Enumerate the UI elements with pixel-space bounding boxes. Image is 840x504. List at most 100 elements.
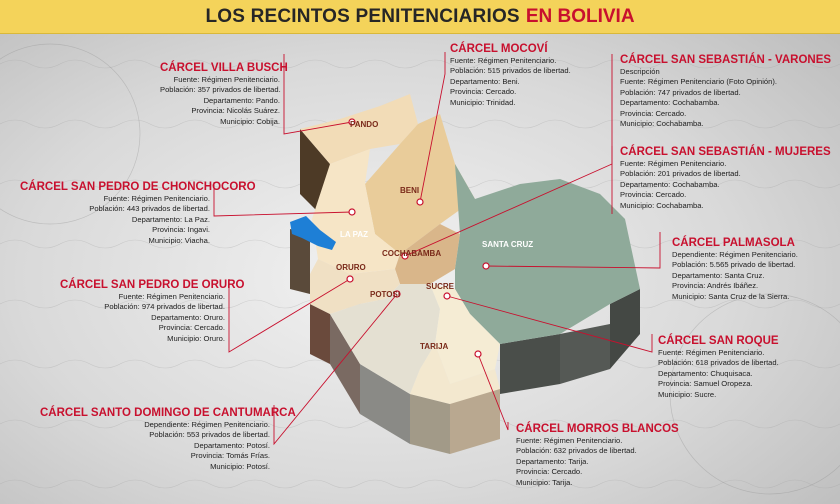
callout-title: CÁRCEL VILLA BUSCH [160,62,288,74]
wire-coil-decoration [0,43,141,225]
callout-title: CÁRCEL SAN ROQUE [658,335,779,347]
callout-line: Dependiente: Régimen Penitenciario. [672,250,798,259]
callout-title: CÁRCEL SAN SEBASTIÁN - VARONES [620,54,832,66]
callout-title: CÁRCEL SAN PEDRO DE CHONCHOCORO [20,181,256,193]
beni-region [365,114,475,254]
label-sucre: SUCRE [426,282,455,291]
callout-line: Descripción [620,67,660,76]
marker-chonchocoro [348,208,356,216]
callout-title: CÁRCEL MOCOVÍ [450,43,548,55]
callout-line: Provincia: Nicolás Suárez. [191,106,280,116]
callout-line: Provincia: Andrés Ibáñez. [672,281,759,291]
callout-line: Departamento: Beni. [450,76,520,86]
callout-line: Fuente: Régimen Penitenciario. [516,436,623,445]
callout-line: Fuente: Régimen Penitenciario (Foto Opin… [620,77,778,87]
callout-line: Departamento: Oruro. [151,312,225,322]
santa-cruz-region [455,164,640,344]
lake-titicaca [290,216,336,250]
callout-line: Municipio: Viacha. [148,235,211,245]
callout-title: CÁRCEL PALMASOLA [672,237,795,249]
marker-sucre [443,292,451,300]
callout-san-roque: CÁRCEL SAN ROQUE Fuente: Régimen Peniten… [658,334,808,400]
callout-san-sebastian-mujeres: CÁRCEL SAN SEBASTIÁN - MUJERES Fuente: R… [620,145,831,211]
callout-line: Fuente: Régimen Penitenciario. [658,348,765,357]
callout-san-sebastian-varones: CÁRCEL SAN SEBASTIÁN - VARONES Descripci… [620,53,832,129]
callout-line: Municipio: Oruro. [167,333,225,343]
callout-line: Municipio: Cochabamba. [620,119,704,129]
marker-villa-busch [348,118,356,126]
callout-line: Departamento: Tarija. [516,456,589,466]
marker-tarija [474,350,482,358]
marker-palmasola [482,262,490,270]
callout-line: Departamento: La Paz. [131,214,210,224]
bolivia-map: PANDO BENI LA PAZ COCHABAMBA SANTA CRUZ … [0,34,840,504]
callout-line: Provincia: Cercado. [516,467,583,477]
marker-mocovi [416,198,424,206]
label-beni: BENI [400,186,420,195]
callout-palmasola: CÁRCEL PALMASOLA Dependiente: Régimen Pe… [672,236,832,302]
label-tarija: TARIJA [420,342,449,351]
callout-line: Provincia: Samuel Oropeza. [658,379,753,389]
page-title-accent: EN BOLIVIA [525,5,635,27]
callout-villa-busch: CÁRCEL VILLA BUSCH Fuente: Régimen Penit… [160,61,288,127]
callout-line: Municipio: Cobija. [220,116,280,126]
callout-line: Población: 618 privados de libertad. [658,358,779,368]
callout-line: Municipio: Trinidad. [450,97,516,107]
callout-line: Fuente: Régimen Penitenciario. [620,159,727,168]
callout-line: Provincia: Ingavi. [152,225,210,235]
callout-line: Municipio: Sucre. [658,389,717,399]
callout-title: CÁRCEL SANTO DOMINGO DE CANTUMARCA [40,407,296,419]
callout-line: Departamento: Pando. [203,95,280,105]
label-oruro: ORURO [336,263,366,272]
leader-lines [213,52,661,446]
callout-line: Dependiente: Régimen Penitenciario. [144,420,270,429]
oruro-region [310,259,400,314]
callout-title: CÁRCEL SAN SEBASTIÁN - MUJERES [620,146,831,158]
callout-line: Fuente: Régimen Penitenciario. [450,56,557,65]
callout-line: Fuente: Régimen Penitenciario. [118,292,225,301]
callout-line: Población: 553 privados de libertad. [149,430,270,440]
potosi-region [330,284,440,394]
callout-line: Población: 974 privados de libertad. [104,302,225,312]
callout-line: Provincia: Tomás Frías. [190,451,270,461]
callout-line: Fuente: Régimen Penitenciario. [103,194,210,203]
callout-line: Provincia: Cercado. [620,108,687,118]
wire-coil-decoration [669,293,840,495]
callout-oruro: CÁRCEL SAN PEDRO DE ORURO Fuente: Régime… [60,278,245,344]
callout-title: CÁRCEL MORROS BLANCOS [516,423,679,435]
callout-line: Departamento: Cochabamba. [620,98,720,108]
callout-line: Población: 357 privados de libertad. [160,85,281,95]
callout-line: Municipio: Potosí. [210,461,270,471]
callout-line: Provincia: Cercado. [620,190,687,200]
callout-line: Población: 632 privados de libertad. [516,446,637,456]
callout-line: Provincia: Cercado. [158,323,225,333]
callout-line: Departamento: Cochabamba. [620,179,720,189]
callout-line: Municipio: Santa Cruz de la Sierra. [672,291,790,301]
callout-line: Población: 5.565 privado de libertad. [672,260,796,270]
tarija-region [410,344,500,404]
header-banner: LOS RECINTOS PENITENCIARIOS EN BOLIVIA [0,0,840,34]
prison-markers [346,118,490,358]
marker-cochabamba [401,252,409,260]
callout-title: CÁRCEL SAN PEDRO DE ORURO [60,279,245,291]
callout-morros-blancos: CÁRCEL MORROS BLANCOS Fuente: Régimen Pe… [516,422,696,488]
label-cochabamba: COCHABAMBA [382,249,442,258]
page-title: LOS RECINTOS PENITENCIARIOS [205,5,520,27]
label-potosi: POTOSI [370,290,401,299]
callout-line: Municipio: Tarija. [516,477,573,487]
label-la-paz: LA PAZ [340,230,368,239]
callout-line: Población: 443 privados de libertad. [89,204,210,214]
chuquisaca-region [430,284,500,384]
label-pando: PANDO [350,120,379,129]
callout-line: Departamento: Santa Cruz. [672,270,765,280]
callout-line: Departamento: Potosí. [194,440,270,450]
callout-line: Departamento: Chuquisaca. [658,368,753,378]
label-santa-cruz: SANTA CRUZ [482,240,534,249]
departments [300,94,640,404]
callout-line: Municipio: Cochabamba. [620,200,704,210]
callout-line: Población: 515 privados de libertad. [450,66,571,76]
pando-region [300,94,418,164]
callout-line: Provincia: Cercado. [450,87,517,97]
map-extrusion [290,129,640,454]
callout-chonchocoro: CÁRCEL SAN PEDRO DE CHONCHOCORO Fuente: … [20,180,256,246]
